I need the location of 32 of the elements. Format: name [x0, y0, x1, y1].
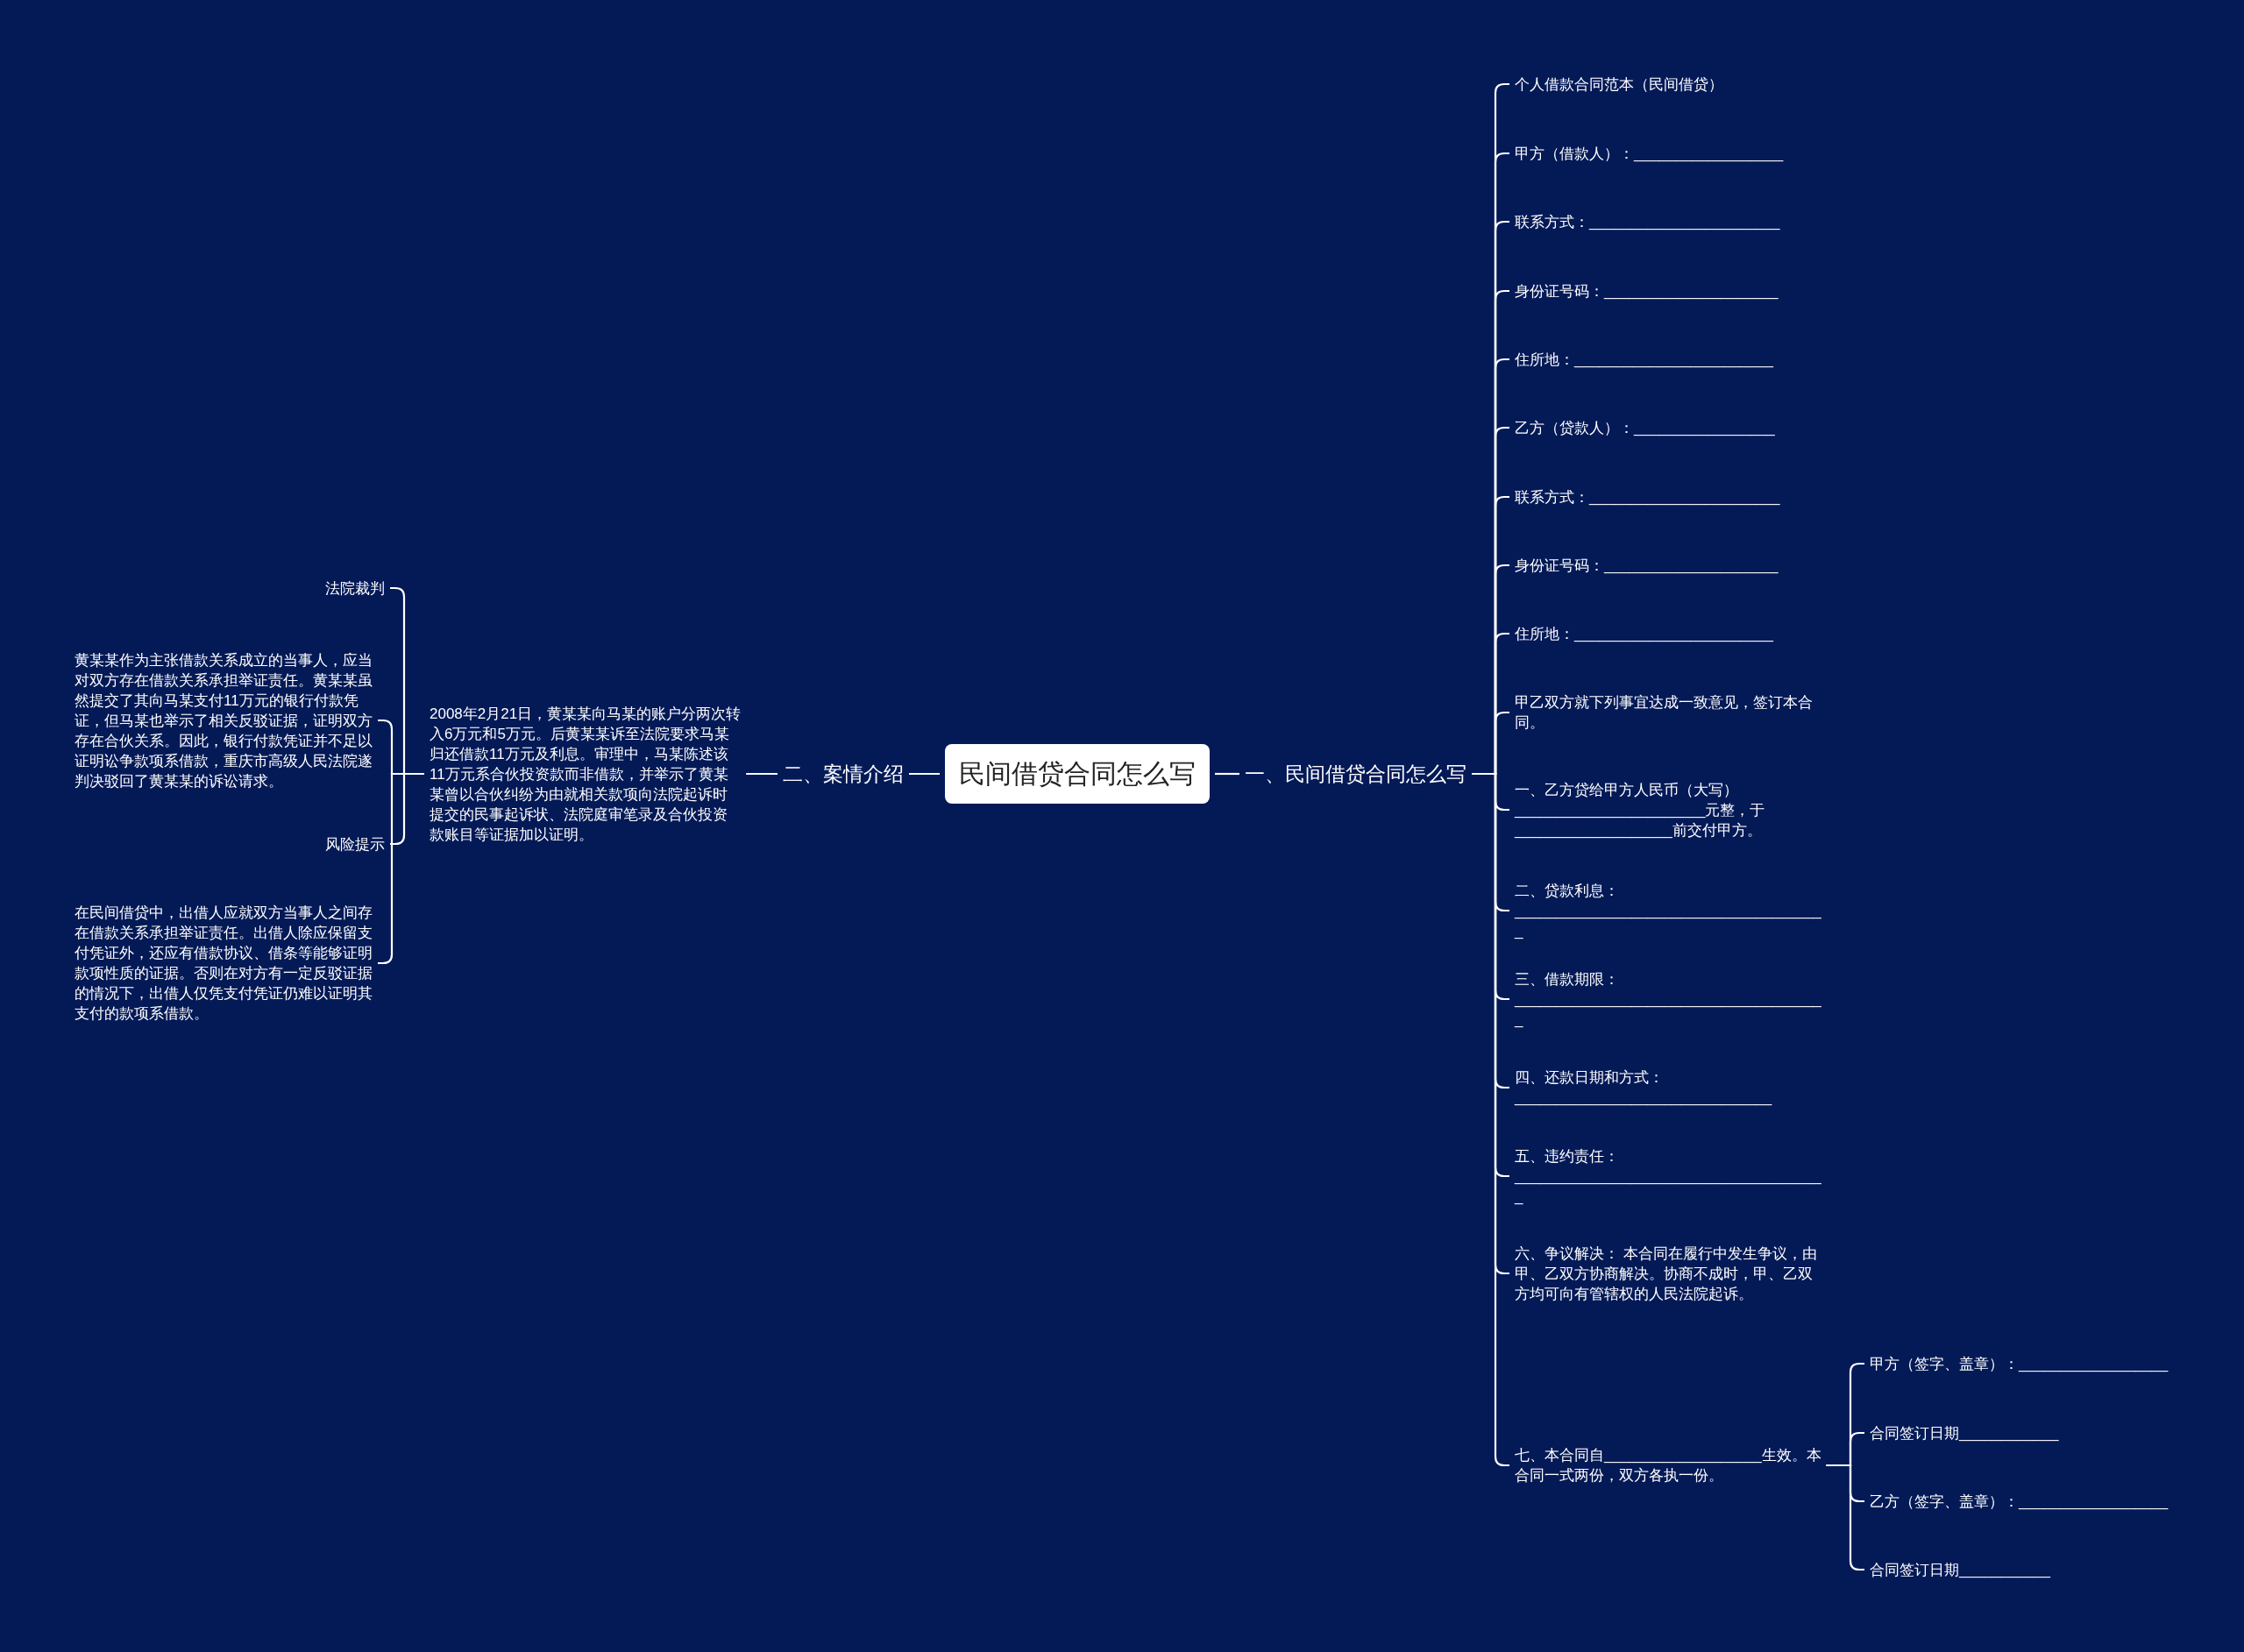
topic-text: 二、贷款利息：______________________________________ — [1515, 880, 1827, 941]
topic-text: 法院裁判 — [263, 578, 385, 599]
topic-text: 乙方（贷款人）：_________________ — [1515, 417, 1827, 438]
topic-text: 住所地：________________________ — [1515, 623, 1827, 644]
branch-topic: 一、民间借贷合同怎么写 — [1245, 761, 1473, 787]
topic-text: 一、乙方贷给甲方人民币（大写）_______________________元整，于___________________前交付甲方。 — [1515, 779, 1827, 840]
topic-text: 黄某某作为主张借款关系成立的当事人，应当对双方存在借款关系承担举证责任。黄某某虽然提交了其向马某支付11万元的银行付款凭证，但马某也举示了相关反驳证据，证明双方存在合伙关系。因此，银行付款凭证并不足以证明讼争款项系借款，重庆市高级人民法院遂判决驳回了黄某某的诉讼请求。 — [75, 649, 385, 791]
topic-text: 风险提示 — [263, 833, 385, 854]
topic-text: 身份证号码：_____________________ — [1515, 280, 1827, 301]
topic-text: 2008年2月21日，黄某某向马某的账户分两次转入6万元和5万元。后黄某某诉至法院要求马某归还借款11万元及利息。审理中，马某陈述该11万元系合伙投资款而非借款，并举示了黄某某曾以合伙纠纷为由就相关款项向法院起诉时提交的民事起诉状、法院庭审笔录及合伙投资款账目等证据加以证明。 — [430, 703, 742, 845]
topic-text: 合同签订日期____________ — [1870, 1422, 2185, 1443]
topic-text: 甲乙双方就下列事宜达成一致意见，签订本合同。 — [1515, 692, 1827, 733]
topic-text: 甲方（借款人）：__________________ — [1515, 143, 1827, 164]
branch-topic: 二、案情介绍 — [783, 761, 910, 787]
topic-text: 在民间借贷中，出借人应就双方当事人之间存在借款关系承担举证责任。出借人除应保留支付凭证外，还应有借款协议、借条等能够证明款项性质的证据。否则在对方有一定反驳证据的情况下，出借人仅凭支付凭证仍难以证明其支付的款项系借款。 — [75, 903, 385, 1024]
topic-text: 五、违约责任：______________________________________ — [1515, 1145, 1827, 1207]
topic-text: 七、本合同自___________________生效。本合同一式两份，双方各执一份。 — [1515, 1445, 1827, 1485]
connector-line — [909, 772, 940, 776]
topic-text: 个人借款合同范本（民间借贷） — [1515, 74, 1827, 95]
topic-text: 三、借款期限：______________________________________ — [1515, 968, 1827, 1030]
topic-text: 甲方（签字、盖章）：__________________ — [1870, 1353, 2185, 1374]
topic-text: 四、还款日期和方式：_______________________________ — [1515, 1067, 1827, 1108]
topic-text: 乙方（签字、盖章）：__________________ — [1870, 1491, 2185, 1512]
central-topic-box: 民间借贷合同怎么写 — [945, 744, 1210, 804]
topic-text: 联系方式：_______________________ — [1515, 211, 1827, 232]
topic-text: 住所地：________________________ — [1515, 349, 1827, 370]
topic-text: 六、争议解决： 本合同在履行中发生争议，由甲、乙双方协商解决。协商不成时，甲、乙双方均可向有管辖权的人民法院起诉。 — [1515, 1243, 1827, 1304]
connector-line — [746, 772, 778, 776]
topic-text: 联系方式：_______________________ — [1515, 486, 1827, 507]
topic-text: 合同签订日期___________ — [1870, 1559, 2185, 1580]
connector-line — [1215, 772, 1239, 776]
topic-text: 身份证号码：_____________________ — [1515, 555, 1827, 576]
